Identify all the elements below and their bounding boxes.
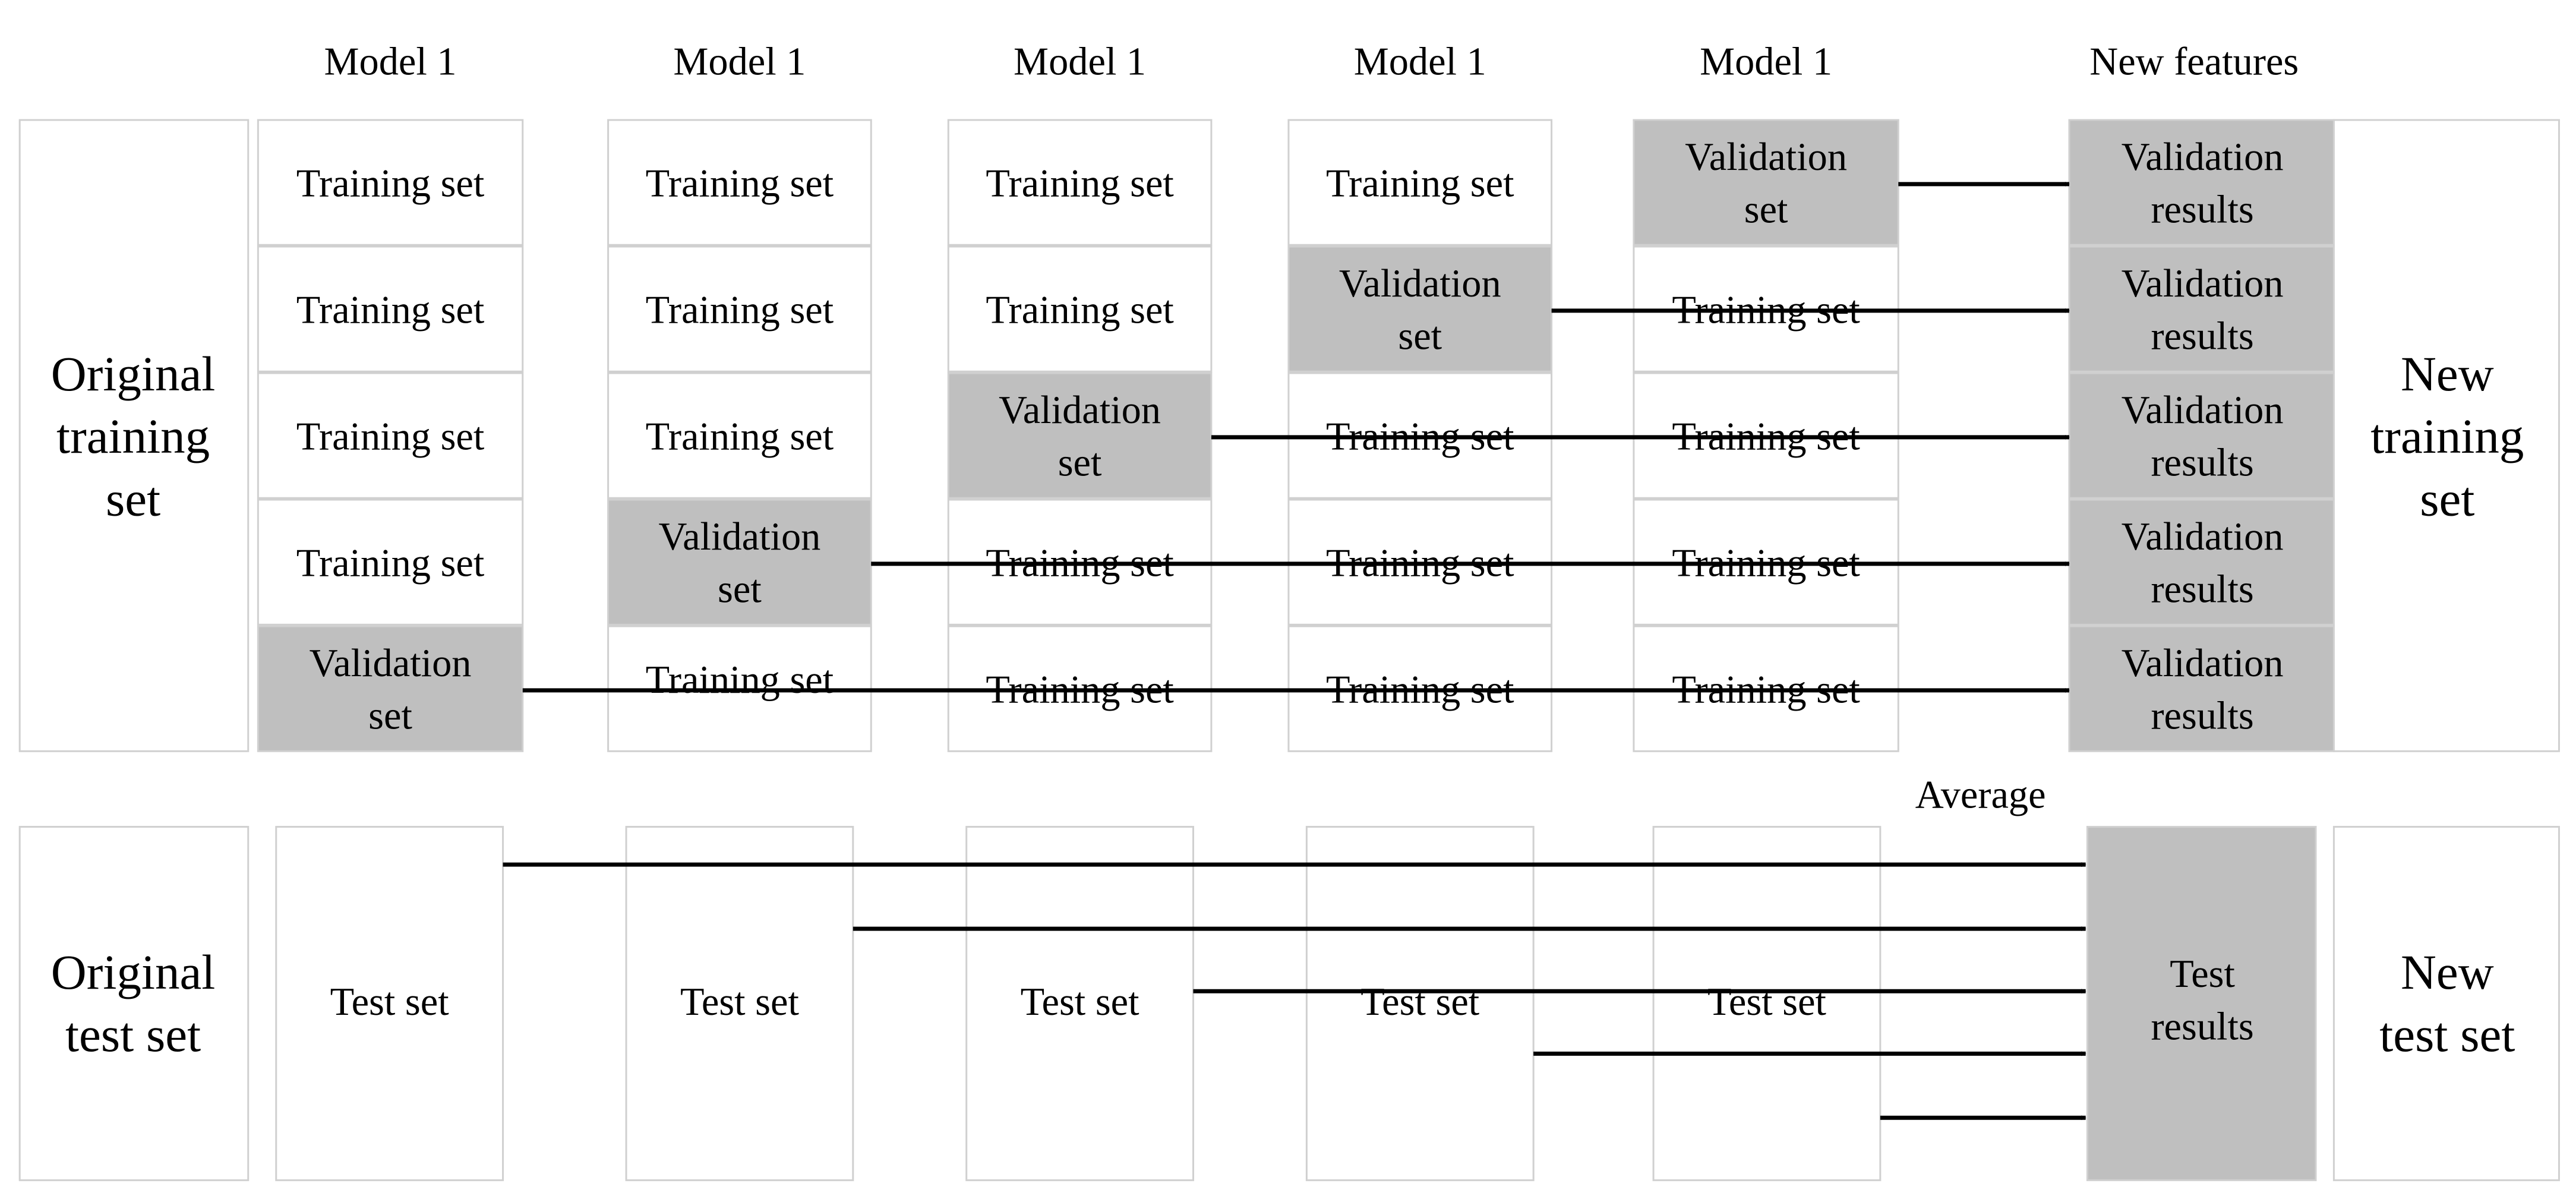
training-cell-m2-r1	[607, 119, 872, 246]
training-cell-m3-r1	[947, 119, 1213, 246]
validation-cell-m1	[257, 625, 524, 752]
training-cell-label-m2-r3: Training set	[646, 415, 834, 458]
test-cell-m2	[625, 826, 854, 1181]
model-header-1: Model 1	[324, 40, 457, 84]
training-cell-label-m3-r2: Training set	[986, 288, 1174, 332]
training-cell-label-m3-r1: Training set	[986, 162, 1174, 205]
test-cell-m4	[1305, 826, 1535, 1181]
training-cell-label-m5-r2: Training set	[1672, 288, 1860, 332]
training-cell-m2-r3	[607, 372, 872, 499]
test-cell-label-m5: Test set	[1707, 980, 1827, 1024]
test-results-box	[2086, 826, 2317, 1181]
model-header-2: Model 1	[673, 40, 806, 84]
test-cell-label-m3: Test set	[1021, 980, 1140, 1024]
model-header-4: Model 1	[1354, 40, 1486, 84]
training-cell-label-m2-r1: Training set	[646, 162, 834, 205]
validation-results-cell-5	[2068, 625, 2335, 752]
test-cell-m3	[965, 826, 1194, 1181]
training-cell-label-m1-r1: Training set	[296, 162, 485, 205]
training-cell-label-m5-r4: Training set	[1672, 541, 1860, 585]
original-test-set-box	[18, 826, 250, 1181]
training-cell-label-m5-r3: Training set	[1672, 415, 1860, 458]
validation-results-cell-3	[2068, 372, 2335, 499]
new-features-header: New features	[2089, 40, 2299, 84]
new-training-set-box	[2332, 119, 2560, 752]
model-header-5: Model 1	[1700, 40, 1832, 84]
training-cell-label-m5-r5: Training set	[1672, 668, 1860, 711]
test-cell-label-m4: Test set	[1360, 980, 1480, 1024]
test-cell-label-m2: Test set	[680, 980, 800, 1024]
training-cell-label-m1-r3: Training set	[296, 415, 485, 458]
validation-cell-m4	[1287, 245, 1553, 373]
test-cell-label-m1: Test set	[330, 980, 450, 1024]
training-cell-label-m2-r2: Training set	[646, 288, 834, 332]
training-cell-m1-r2	[257, 245, 524, 373]
training-cell-label-m3-r4: Training set	[986, 541, 1174, 585]
training-cell-label-m4-r4: Training set	[1326, 541, 1514, 585]
training-cell-label-m2-r5: Training set	[646, 658, 834, 702]
training-cell-m3-r2	[947, 245, 1213, 373]
model-header-3: Model 1	[1014, 40, 1146, 84]
training-cell-label-m4-r3: Training set	[1326, 415, 1514, 458]
training-cell-m1-r4	[257, 499, 524, 626]
training-cell-label-m3-r5: Training set	[986, 668, 1174, 711]
new-test-set-box	[2332, 826, 2560, 1181]
training-cell-label-m1-r2: Training set	[296, 288, 485, 332]
validation-cell-m5	[1633, 119, 1899, 246]
validation-results-cell-1	[2068, 119, 2335, 246]
average-label: Average	[1915, 773, 2046, 816]
training-cell-m2-r2	[607, 245, 872, 373]
training-cell-label-m4-r1: Training set	[1326, 162, 1514, 205]
training-cell-m1-r1	[257, 119, 524, 246]
test-cell-m1	[275, 826, 504, 1181]
test-cell-m5	[1652, 826, 1882, 1181]
training-cell-label-m4-r5: Training set	[1326, 668, 1514, 711]
validation-results-cell-2	[2068, 245, 2335, 373]
training-cell-m1-r3	[257, 372, 524, 499]
training-cell-label-m1-r4: Training set	[296, 541, 485, 585]
validation-cell-m3	[947, 372, 1213, 499]
validation-cell-m2	[607, 499, 872, 626]
original-training-set-box	[18, 119, 250, 752]
training-cell-m4-r1	[1287, 119, 1553, 246]
